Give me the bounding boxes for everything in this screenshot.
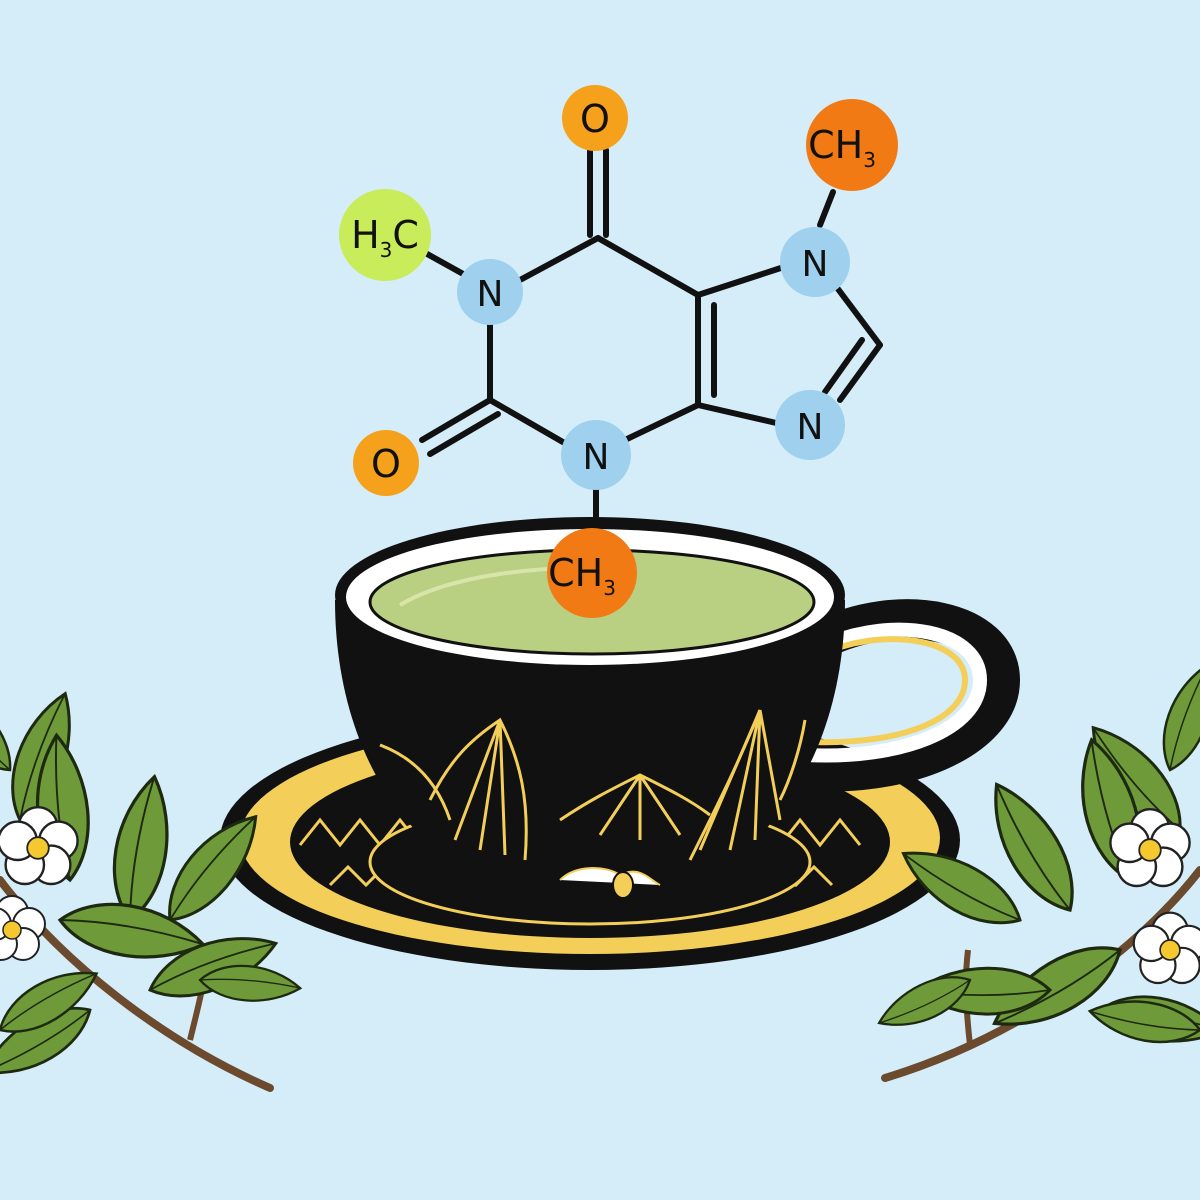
- svg-text:N: N: [797, 407, 824, 448]
- tea-leaf-sprig-icon: [0, 668, 304, 1092]
- atom-methyl-left: H3C: [339, 189, 431, 281]
- atom-oxygen-left: O: [353, 430, 419, 496]
- molecule-atoms: O CH3 H3C N N N N O: [339, 85, 898, 618]
- atom-methyl-right: CH3: [806, 99, 898, 191]
- molecule-bonds: [417, 147, 883, 528]
- atom-nitrogen-9: N: [775, 390, 845, 460]
- svg-text:N: N: [477, 274, 504, 315]
- tea-leaf-sprig-icon-right: [870, 658, 1200, 1082]
- atom-nitrogen-1: N: [457, 259, 523, 325]
- atom-nitrogen-3: N: [561, 420, 631, 490]
- svg-text:O: O: [371, 442, 401, 486]
- svg-text:CH3: CH3: [808, 123, 876, 172]
- svg-text:O: O: [580, 97, 610, 141]
- svg-text:H3C: H3C: [351, 213, 419, 262]
- atom-methyl-bottom: CH3: [547, 528, 637, 618]
- svg-text:N: N: [583, 437, 610, 478]
- svg-text:CH3: CH3: [548, 551, 616, 600]
- atom-nitrogen-7: N: [780, 227, 850, 297]
- atom-oxygen-top: O: [562, 85, 628, 151]
- cup-handle: [798, 599, 1021, 792]
- svg-text:N: N: [802, 244, 829, 285]
